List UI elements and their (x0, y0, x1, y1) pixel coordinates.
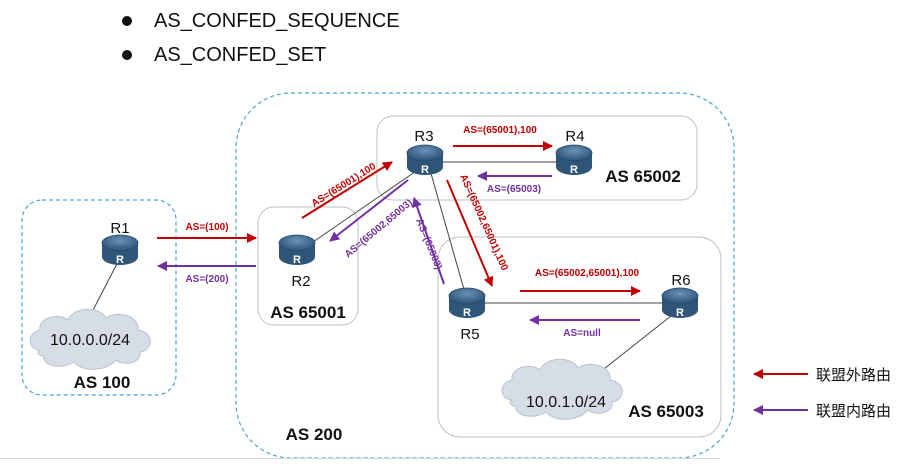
as65003-label: AS 65003 (628, 402, 704, 421)
route-arrows: AS=(100) AS=(200) AS=(65001),100 AS=(650… (157, 125, 641, 339)
legend: 联盟外路由 联盟内路由 (753, 366, 891, 420)
bullet-dot (122, 16, 132, 26)
arrow-label-r3-r4: AS=(65001),100 (463, 125, 537, 136)
as65002-boundary (376, 115, 698, 201)
as65001-label: AS 65001 (270, 303, 346, 322)
router-glyph: R (116, 254, 124, 266)
router-label-r1: R1 (110, 220, 129, 237)
bullet-text: AS_CONFED_SEQUENCE (154, 9, 400, 32)
router-r3: R R3 (406, 128, 444, 176)
network-cloud-1: 10.0.0.0/24 (29, 308, 151, 370)
router-r6: R R6 (661, 272, 699, 319)
router-glyph: R (421, 164, 429, 176)
legend-internal-label: 联盟内路由 (816, 402, 891, 420)
arrow-label-r5-r3: AS=(65003) (413, 217, 444, 271)
link-r1-net1 (91, 257, 121, 313)
as100-label: AS 100 (74, 373, 131, 392)
as100-boundary (21, 199, 177, 396)
router-glyph: R (463, 307, 471, 319)
arrow-label-r2-r3: AS=(65001),100 (310, 161, 379, 210)
router-label-r2: R2 (291, 273, 310, 290)
legend-external-label: 联盟外路由 (816, 366, 891, 384)
cloud-shape (29, 308, 151, 370)
router-r5: R R5 (448, 287, 486, 343)
as65002-label: AS 65002 (605, 167, 681, 186)
bullet-list: AS_CONFED_SEQUENCE AS_CONFED_SET (122, 4, 400, 72)
arrow-r5-r3 (412, 197, 445, 285)
router-glyph: R (676, 307, 684, 319)
link-r3-r5 (429, 169, 468, 301)
arrow-label-r6-r5: AS=null (563, 328, 601, 339)
router-label-r3: R3 (414, 128, 433, 145)
router-glyph: R (293, 254, 301, 266)
bullet-dot (122, 50, 132, 60)
router-r2: R R2 (278, 234, 316, 290)
as200-label: AS 200 (286, 425, 343, 444)
bullet-item: AS_CONFED_SEQUENCE (122, 4, 400, 38)
bullet-text: AS_CONFED_SET (154, 43, 327, 66)
router-r1: R R1 (101, 220, 139, 266)
router-label-r5: R5 (460, 326, 479, 343)
link-r2-r3 (296, 164, 426, 254)
arrow-label-r2-r1: AS=(200) (185, 274, 228, 285)
network-label-2: 10.0.1.0/24 (526, 394, 606, 411)
arrow-label-r5-r6: AS=(65002,65001),100 (535, 268, 640, 279)
arrow-label-r1-r2: AS=(100) (185, 222, 228, 233)
router-label-r6: R6 (671, 272, 690, 289)
router-label-r4: R4 (565, 128, 584, 145)
network-cloud-2: 10.0.1.0/24 (501, 358, 623, 420)
bullet-item: AS_CONFED_SET (122, 38, 400, 72)
arrow-r3-r2 (329, 179, 409, 242)
arrow-r3-r5 (446, 179, 494, 287)
divider (0, 458, 720, 459)
arrow-r2-r3 (301, 161, 393, 219)
arrow-label-r4-r3: AS=(65003) (487, 184, 541, 195)
cloud-shape (501, 358, 623, 420)
router-glyph: R (570, 164, 578, 176)
router-r4: R R4 (555, 128, 593, 176)
network-label-1: 10.0.0.0/24 (50, 332, 130, 349)
